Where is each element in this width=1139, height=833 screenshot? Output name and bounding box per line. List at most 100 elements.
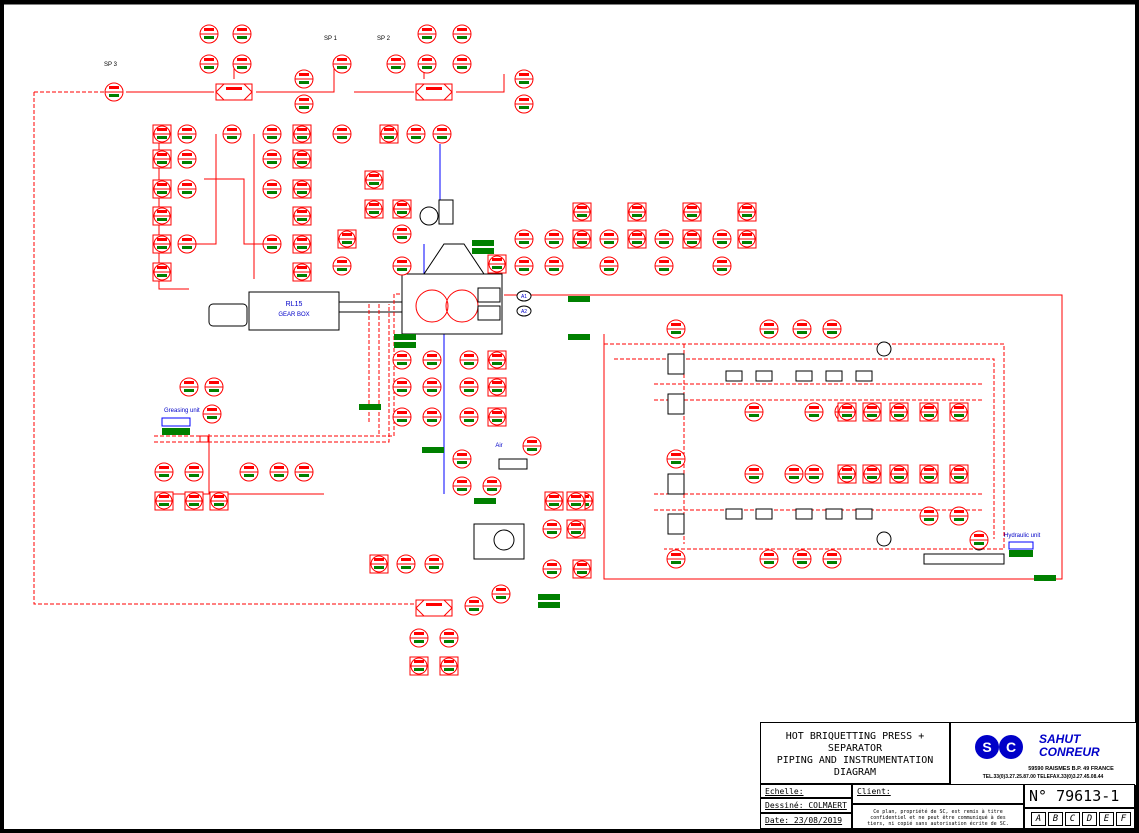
instrument-bubble — [784, 464, 804, 484]
motor-body — [438, 199, 454, 225]
revision-box: C — [1065, 812, 1080, 826]
client-cell: Client: — [852, 784, 1024, 804]
title-line-3: DIAGRAM — [833, 767, 877, 778]
instrument-bubble — [759, 319, 779, 339]
instrument-bubble — [452, 476, 472, 496]
instrument-bubble — [544, 229, 564, 249]
shared-display-box — [152, 262, 172, 282]
press-body — [401, 273, 503, 335]
company-phone: TEL.33(0)3.27.25.87.00 TELEFAX.33(0)3.27… — [983, 774, 1104, 780]
copyright-text: Ce plan, propriété de SC, est remis à ti… — [867, 809, 1009, 827]
green-tag — [538, 602, 560, 608]
separator-drum — [493, 529, 515, 551]
brand-line-1: SAHUT — [1039, 732, 1082, 746]
drawing-number: N° 79613-1 — [1029, 787, 1120, 805]
instrument-bubble — [459, 350, 479, 370]
logic-function-box — [215, 83, 253, 101]
shared-display-box — [572, 202, 592, 222]
instrument-bubble — [712, 256, 732, 276]
feed-hopper — [423, 243, 485, 275]
directional-valve — [667, 393, 685, 415]
shared-display-box — [409, 656, 429, 676]
instrument-bubble — [459, 377, 479, 397]
green-tag — [538, 594, 560, 600]
process-line — [33, 92, 414, 605]
instrument-bubble — [514, 229, 534, 249]
instrument-bubble — [654, 229, 674, 249]
instrument-bubble — [464, 596, 484, 616]
shared-display-box — [292, 124, 312, 144]
valve — [795, 508, 813, 520]
instrument-bubble — [232, 54, 252, 74]
instrument-bubble — [294, 94, 314, 114]
gearbox — [248, 291, 340, 331]
shared-display-box — [862, 464, 882, 484]
instrument-bubble — [969, 530, 989, 550]
green-tag — [474, 498, 496, 504]
instrument-bubble — [177, 124, 197, 144]
instrument-bubble — [422, 407, 442, 427]
shared-display-box — [152, 206, 172, 226]
hydraulic-tank — [923, 553, 1005, 565]
roller — [415, 289, 449, 323]
title-line-1: HOT BRIQUETTING PRESS + SEPARATOR — [785, 731, 925, 754]
instrument-bubble — [177, 234, 197, 254]
instrument-bubble — [262, 179, 282, 199]
directional-valve — [667, 473, 685, 495]
process-line — [154, 293, 402, 437]
instrument-bubble — [491, 584, 511, 604]
shared-display-box — [152, 149, 172, 169]
diagram-label: SP 1 — [324, 36, 338, 42]
instrument-bubble — [417, 54, 437, 74]
drawing-number-cell: N° 79613-1 — [1024, 784, 1135, 808]
revision-box: F — [1116, 812, 1131, 826]
instrument-bubble — [542, 559, 562, 579]
instrument-bubble — [179, 377, 199, 397]
green-tag — [472, 248, 494, 254]
instrument-bubble — [154, 462, 174, 482]
instrument-bubble — [482, 476, 502, 496]
instrument-bubble — [199, 54, 219, 74]
drawn-by-cell: Dessiné: COLMAERT R. — [760, 798, 852, 820]
process-line — [256, 59, 335, 93]
instrument-bubble — [409, 628, 429, 648]
brand-line-2: CONREUR — [1039, 745, 1100, 759]
shared-display-box — [337, 229, 357, 249]
valve — [725, 508, 743, 520]
svg-text:S: S — [982, 739, 991, 755]
process-line — [204, 134, 217, 180]
filter — [876, 531, 892, 547]
instrument-bubble — [199, 24, 219, 44]
actuator-marker — [516, 290, 532, 302]
instrument-bubble — [222, 124, 242, 144]
process-line — [614, 358, 995, 539]
valve — [855, 370, 873, 382]
diagram-label: GEAR BOX — [278, 312, 309, 318]
shared-display-box — [737, 202, 757, 222]
diagram-label: A2 — [521, 309, 527, 315]
separator — [473, 523, 525, 560]
instrument-bubble — [184, 462, 204, 482]
instrument-bubble — [452, 54, 472, 74]
shared-display-box — [572, 559, 592, 579]
shared-display-box — [566, 519, 586, 539]
instrument-bubble — [104, 82, 124, 102]
shared-display-box — [292, 234, 312, 254]
diagram-label: RL15 — [286, 301, 303, 308]
shared-display-box — [487, 350, 507, 370]
green-tag — [359, 404, 381, 410]
hydraulic-unit-code — [1009, 550, 1033, 557]
instrument-bubble — [599, 256, 619, 276]
instrument-bubble — [204, 377, 224, 397]
revision-box: D — [1082, 812, 1097, 826]
instrument-bubble — [392, 224, 412, 244]
instrument-bubble — [949, 506, 969, 526]
instrument-bubble — [544, 256, 564, 276]
instrument-bubble — [919, 506, 939, 526]
instrument-bubble — [599, 229, 619, 249]
valve — [795, 370, 813, 382]
valve — [725, 370, 743, 382]
shared-display-box — [292, 206, 312, 226]
instrument-bubble — [406, 124, 426, 144]
